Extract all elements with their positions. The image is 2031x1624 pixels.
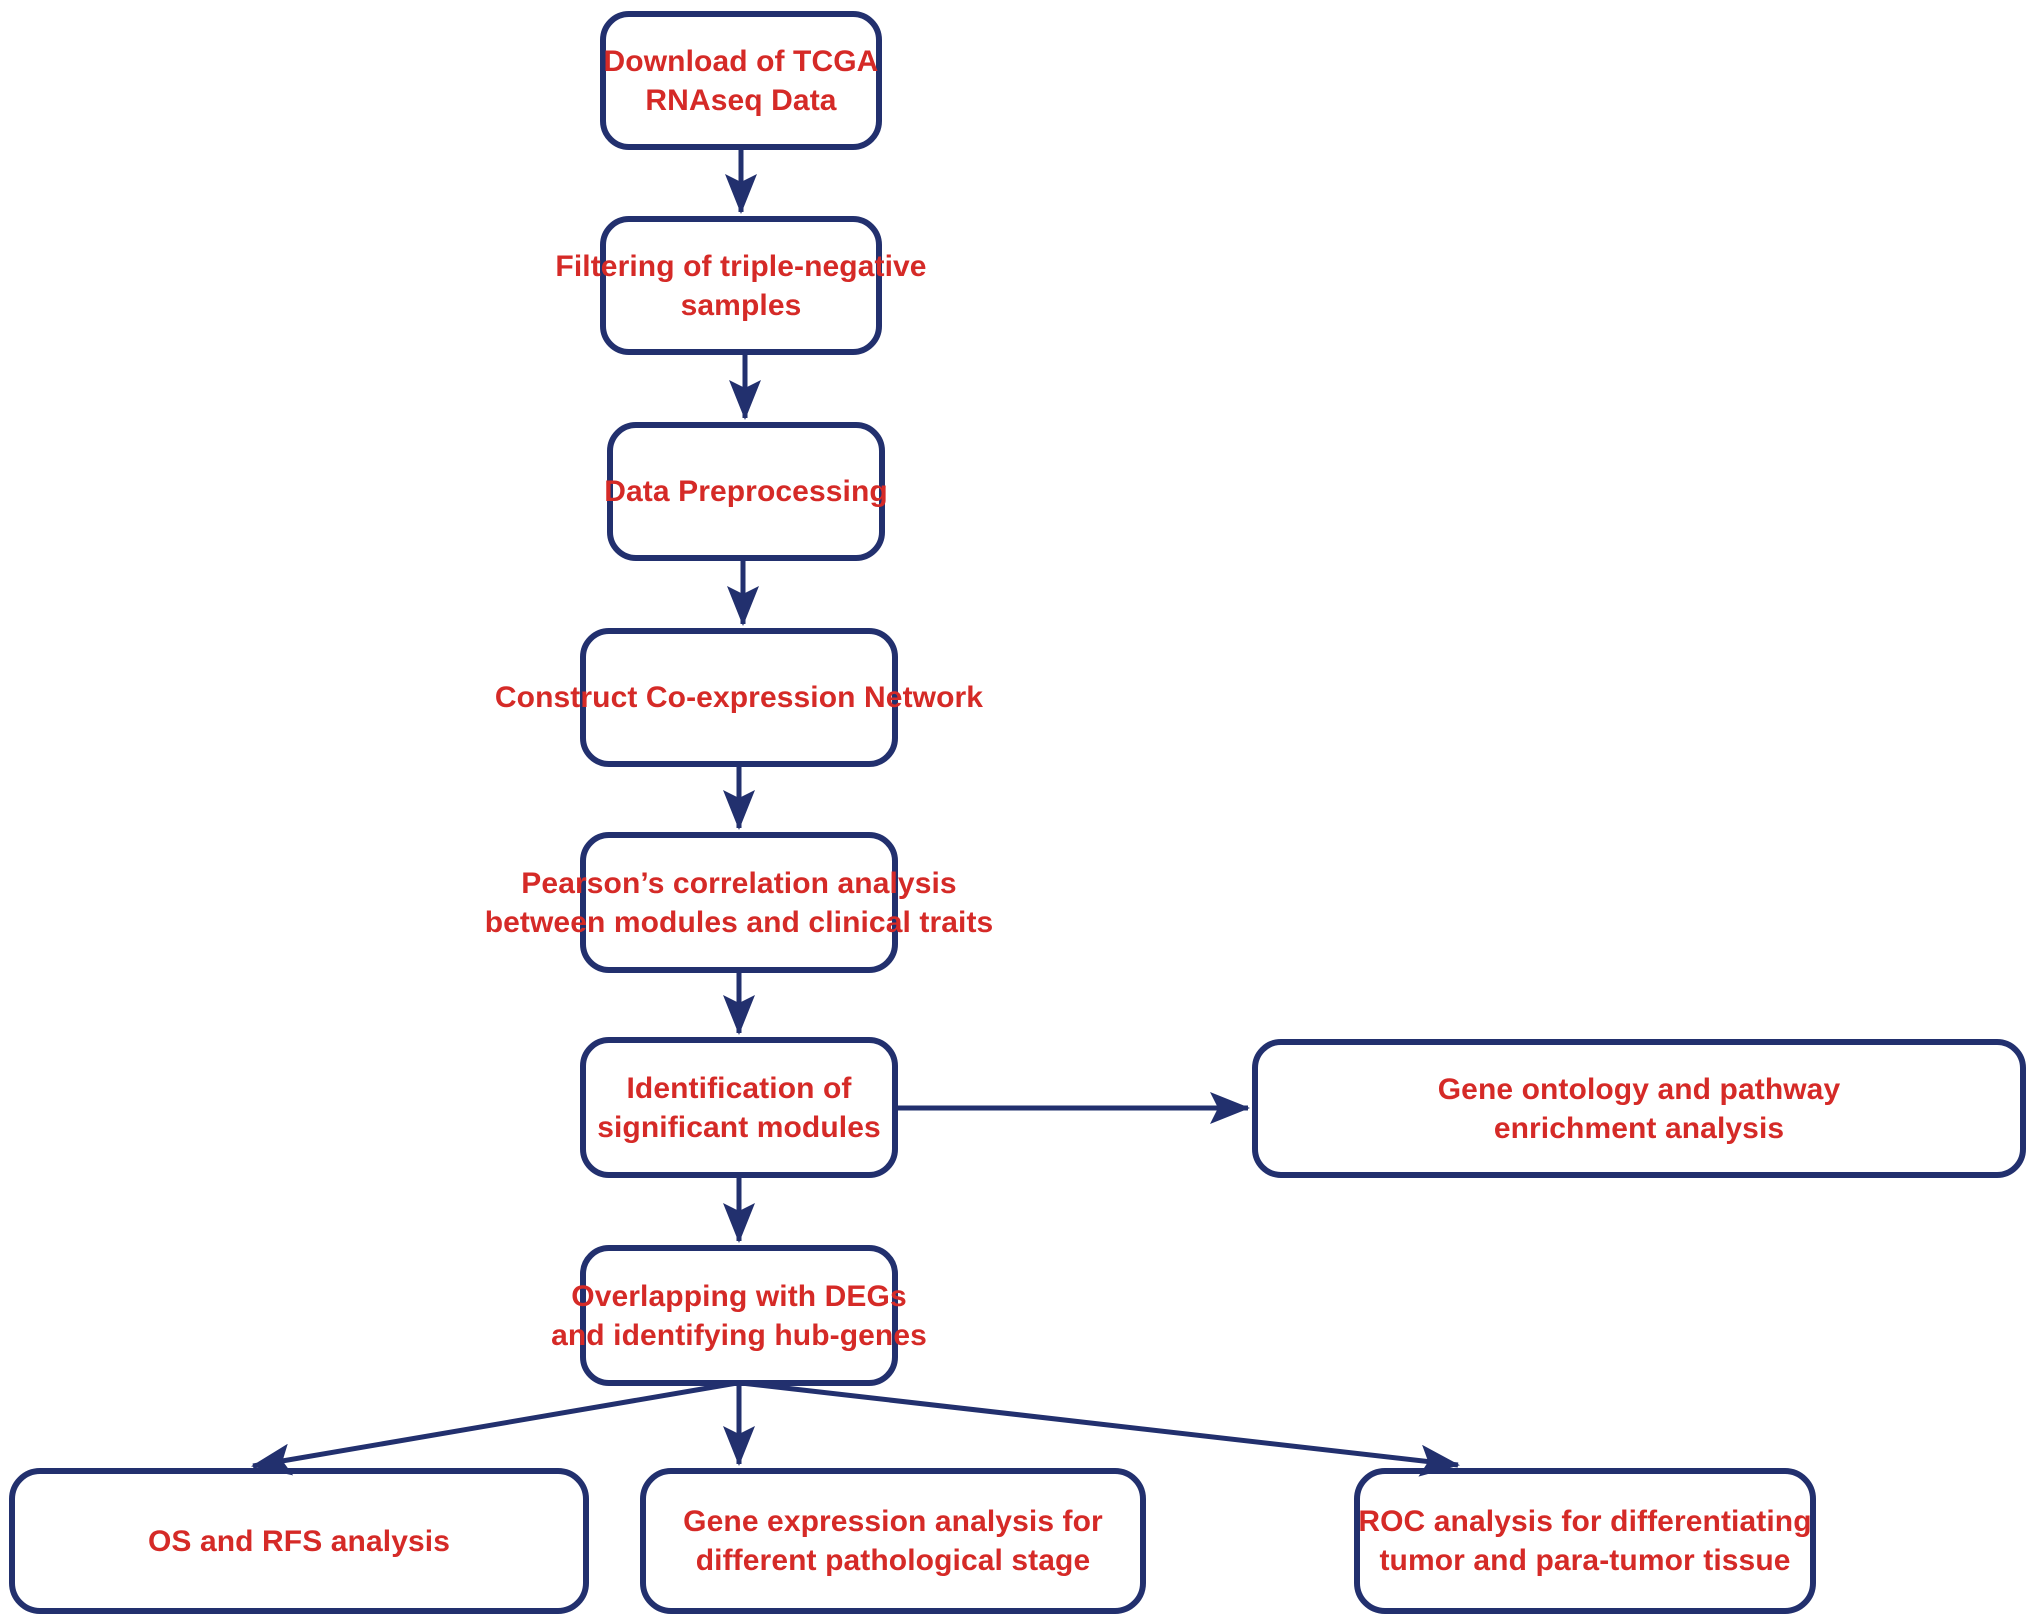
arrow-overlapping-to-roc bbox=[740, 1380, 1460, 1477]
node-box-overlapping-degs-hub-genes[interactable] bbox=[580, 1245, 898, 1386]
node-box-roc-analysis-tumor-para-tumor[interactable] bbox=[1354, 1468, 1816, 1614]
node-box-identification-significant-modules[interactable] bbox=[580, 1037, 898, 1178]
node-box-gene-expression-analysis-pathological-stage[interactable] bbox=[640, 1468, 1146, 1614]
node-boxes-group bbox=[9, 11, 2026, 1614]
node-box-download-tcga-rnaseq-data[interactable] bbox=[600, 11, 882, 150]
connectors-group bbox=[251, 147, 1460, 1477]
node-box-os-and-rfs-analysis[interactable] bbox=[9, 1468, 589, 1614]
node-box-construct-co-expression-network[interactable] bbox=[580, 628, 898, 767]
node-box-pearson-correlation-analysis[interactable] bbox=[580, 832, 898, 973]
arrow-overlapping-to-os-rfs bbox=[251, 1380, 738, 1476]
node-box-gene-ontology-pathway-enrichment[interactable] bbox=[1252, 1039, 2026, 1178]
node-box-filtering-triple-negative-samples[interactable] bbox=[600, 216, 882, 355]
node-box-data-preprocessing[interactable] bbox=[607, 422, 885, 561]
